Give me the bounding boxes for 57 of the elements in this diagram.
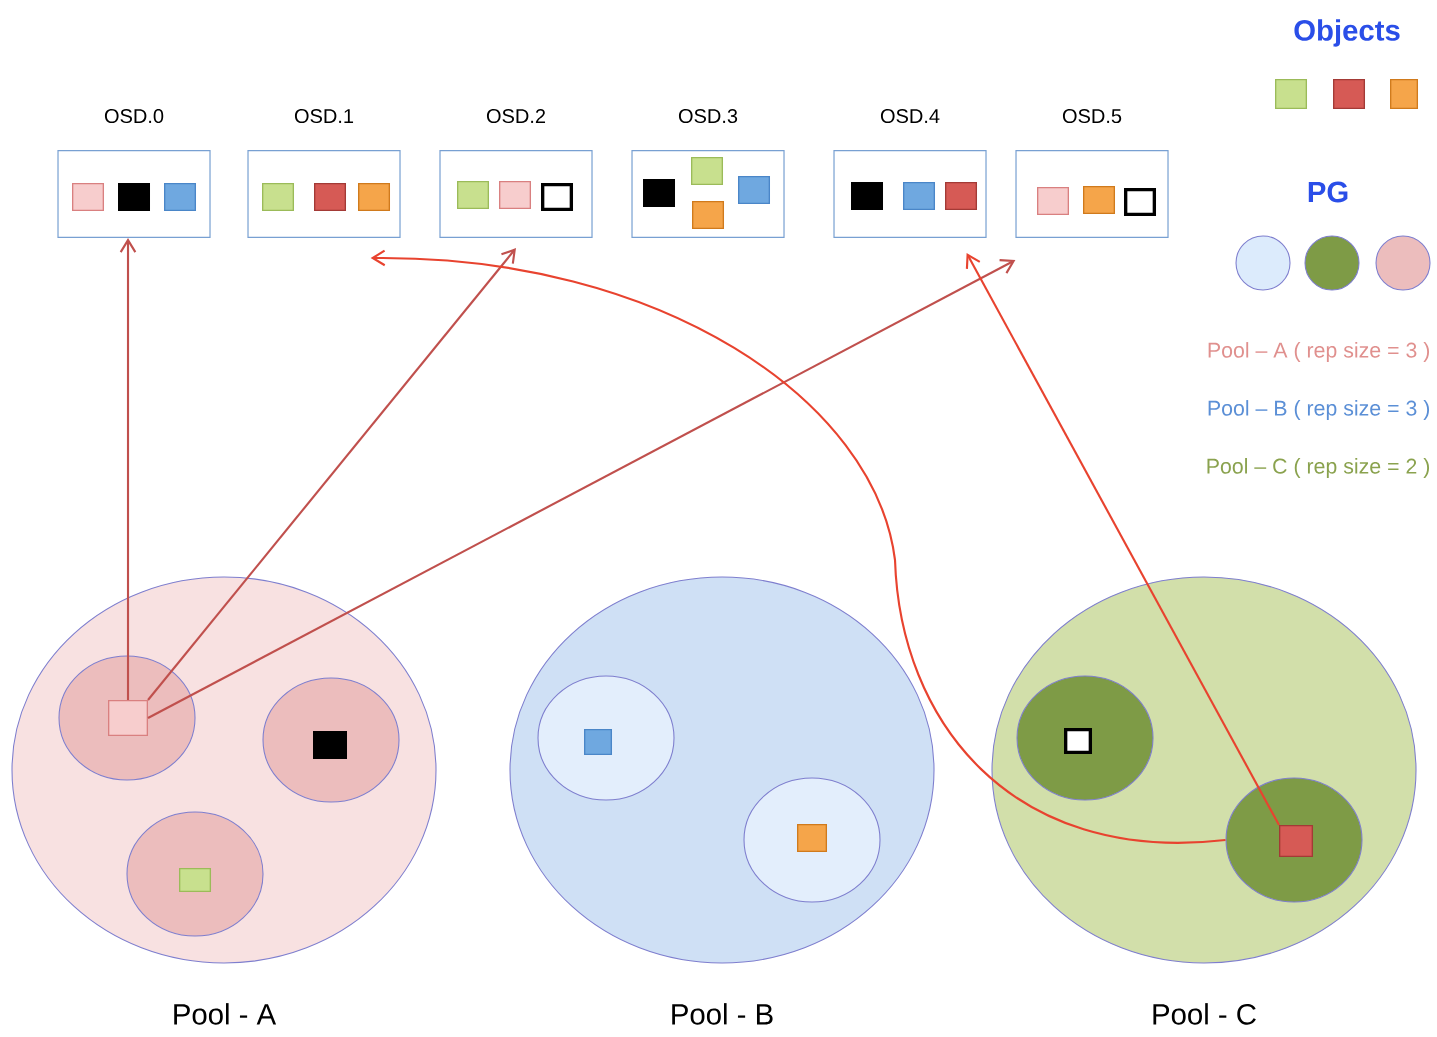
arrow <box>965 253 1280 826</box>
object-square <box>1275 79 1307 109</box>
object-square <box>945 182 977 210</box>
pg-circle <box>743 777 881 903</box>
object-square <box>1333 79 1365 109</box>
object-square <box>1124 188 1156 216</box>
object-square <box>358 183 390 211</box>
object-square <box>1037 187 1069 215</box>
object-square <box>541 183 573 211</box>
arrow <box>370 249 1226 844</box>
object-square <box>1390 79 1418 109</box>
object-square <box>164 183 196 211</box>
pg-circle <box>1235 235 1291 291</box>
object-square <box>1279 825 1313 857</box>
arrow <box>119 238 137 700</box>
pg-circle <box>1225 777 1363 903</box>
legend-heading: Objects <box>1294 19 1400 47</box>
object-square <box>1083 186 1115 214</box>
pg-circle <box>1375 235 1431 291</box>
object-square <box>262 183 294 211</box>
pg-circle <box>262 677 400 803</box>
legend-heading: PG <box>1308 181 1348 203</box>
object-square <box>643 179 675 207</box>
object-square <box>457 181 489 209</box>
pg-circle <box>1016 675 1154 801</box>
object-square <box>691 157 723 185</box>
object-square <box>108 700 148 736</box>
arrow <box>147 248 516 701</box>
node-label: Pool - B <box>672 1003 773 1025</box>
object-square <box>72 183 104 211</box>
node-label: Pool - A <box>174 1003 277 1025</box>
node-label: OSD.0 <box>104 108 164 124</box>
object-square <box>738 176 770 204</box>
pg-circle <box>1304 235 1360 291</box>
arrow <box>147 259 1016 719</box>
pool-note: Pool – B ( rep size = 3 ) <box>1208 400 1430 420</box>
object-square <box>903 182 935 210</box>
object-square <box>797 824 827 852</box>
object-square <box>851 182 883 210</box>
node-label: OSD.1 <box>294 108 354 124</box>
pg-circle <box>126 811 264 937</box>
object-square <box>179 868 211 892</box>
object-square <box>499 181 531 209</box>
node-label: OSD.5 <box>1062 108 1122 124</box>
object-square <box>584 729 612 755</box>
pool-note: Pool – A ( rep size = 3 ) <box>1208 342 1430 362</box>
object-square <box>314 183 346 211</box>
object-square <box>313 731 347 759</box>
node-label: OSD.3 <box>678 108 738 124</box>
pg-circle <box>537 675 675 801</box>
object-square <box>1064 728 1092 754</box>
object-square <box>692 201 724 229</box>
pool-note: Pool – C ( rep size = 2 ) <box>1207 458 1430 478</box>
node-label: OSD.2 <box>486 108 546 124</box>
node-label: Pool - C <box>1153 1003 1256 1025</box>
object-square <box>118 183 150 211</box>
node-label: OSD.4 <box>880 108 940 124</box>
